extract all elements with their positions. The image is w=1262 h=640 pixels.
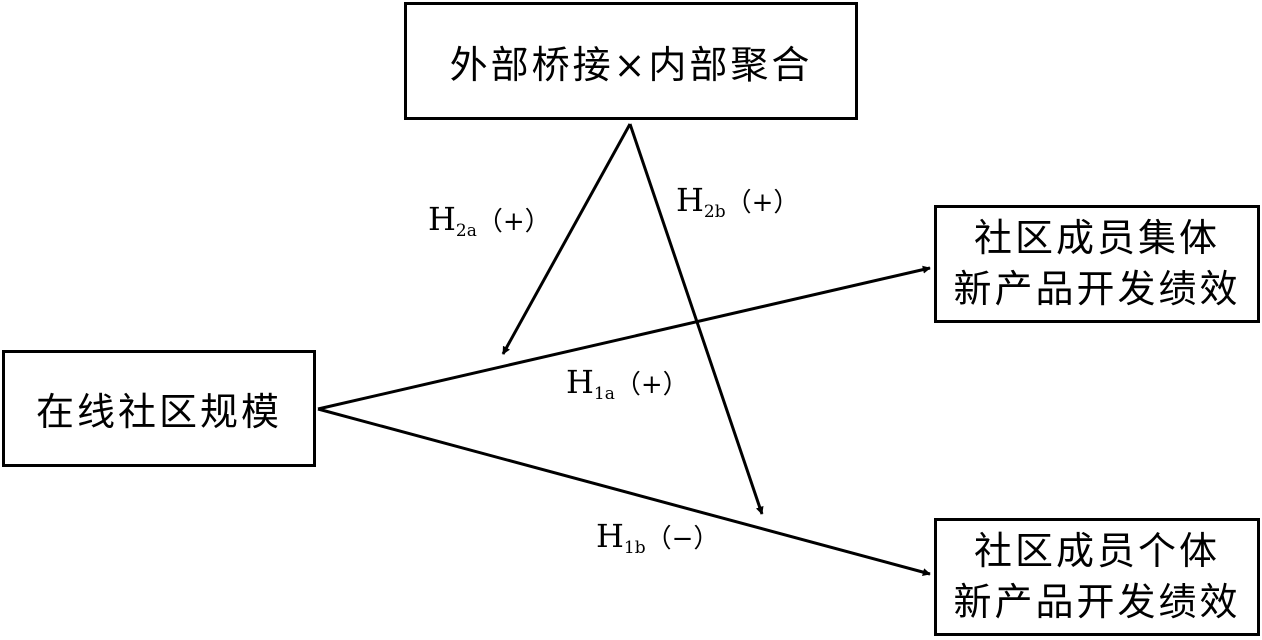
hypothesis-h2b-label: H2b（+） <box>676 181 799 222</box>
hypothesis-h2a-label: H2a（+） <box>428 200 551 241</box>
h2b-sign: （+） <box>725 188 800 218</box>
individual-performance-line2: 新产品开发绩效 <box>953 580 1241 624</box>
h2a-subscript: 2a <box>455 221 477 241</box>
h2b-subscript: 2b <box>703 202 726 222</box>
h1b-sign: （−） <box>645 524 720 554</box>
arrow-size-to-individual <box>317 407 931 576</box>
h1a-sign: （+） <box>614 370 689 400</box>
h1b-subscript: 1b <box>623 538 646 558</box>
h1a-subscript: 1a <box>593 384 615 404</box>
arrow-moderator-to-h1b-path <box>628 123 764 515</box>
hypothesis-h1b-label: H1b（−） <box>596 517 719 558</box>
individual-performance-line1: 社区成员个体 <box>973 528 1220 573</box>
collective-performance-line2: 新产品开发绩效 <box>953 267 1241 311</box>
online-community-size-node: 在线社区规模 <box>2 350 316 467</box>
online-community-size-label: 在线社区规模 <box>35 390 282 434</box>
arrow-moderator-to-h1a-path <box>501 123 632 355</box>
h2a-sign: （+） <box>476 207 551 237</box>
h1a-letter: H <box>566 363 594 401</box>
h2a-letter: H <box>428 200 456 238</box>
hypothesis-h1a-label: H1a（+） <box>566 363 689 404</box>
h2b-letter: H <box>676 181 704 219</box>
arrow-size-to-collective <box>317 265 931 411</box>
individual-performance-node: 社区成员个体 新产品开发绩效 <box>934 518 1260 636</box>
moderator-node: 外部桥接×内部聚合 <box>404 2 858 120</box>
moderator-label: 外部桥接×内部聚合 <box>449 42 813 87</box>
collective-performance-line1: 社区成员集体 <box>973 215 1220 260</box>
collective-performance-node: 社区成员集体 新产品开发绩效 <box>934 205 1260 323</box>
h1b-letter: H <box>596 517 624 555</box>
